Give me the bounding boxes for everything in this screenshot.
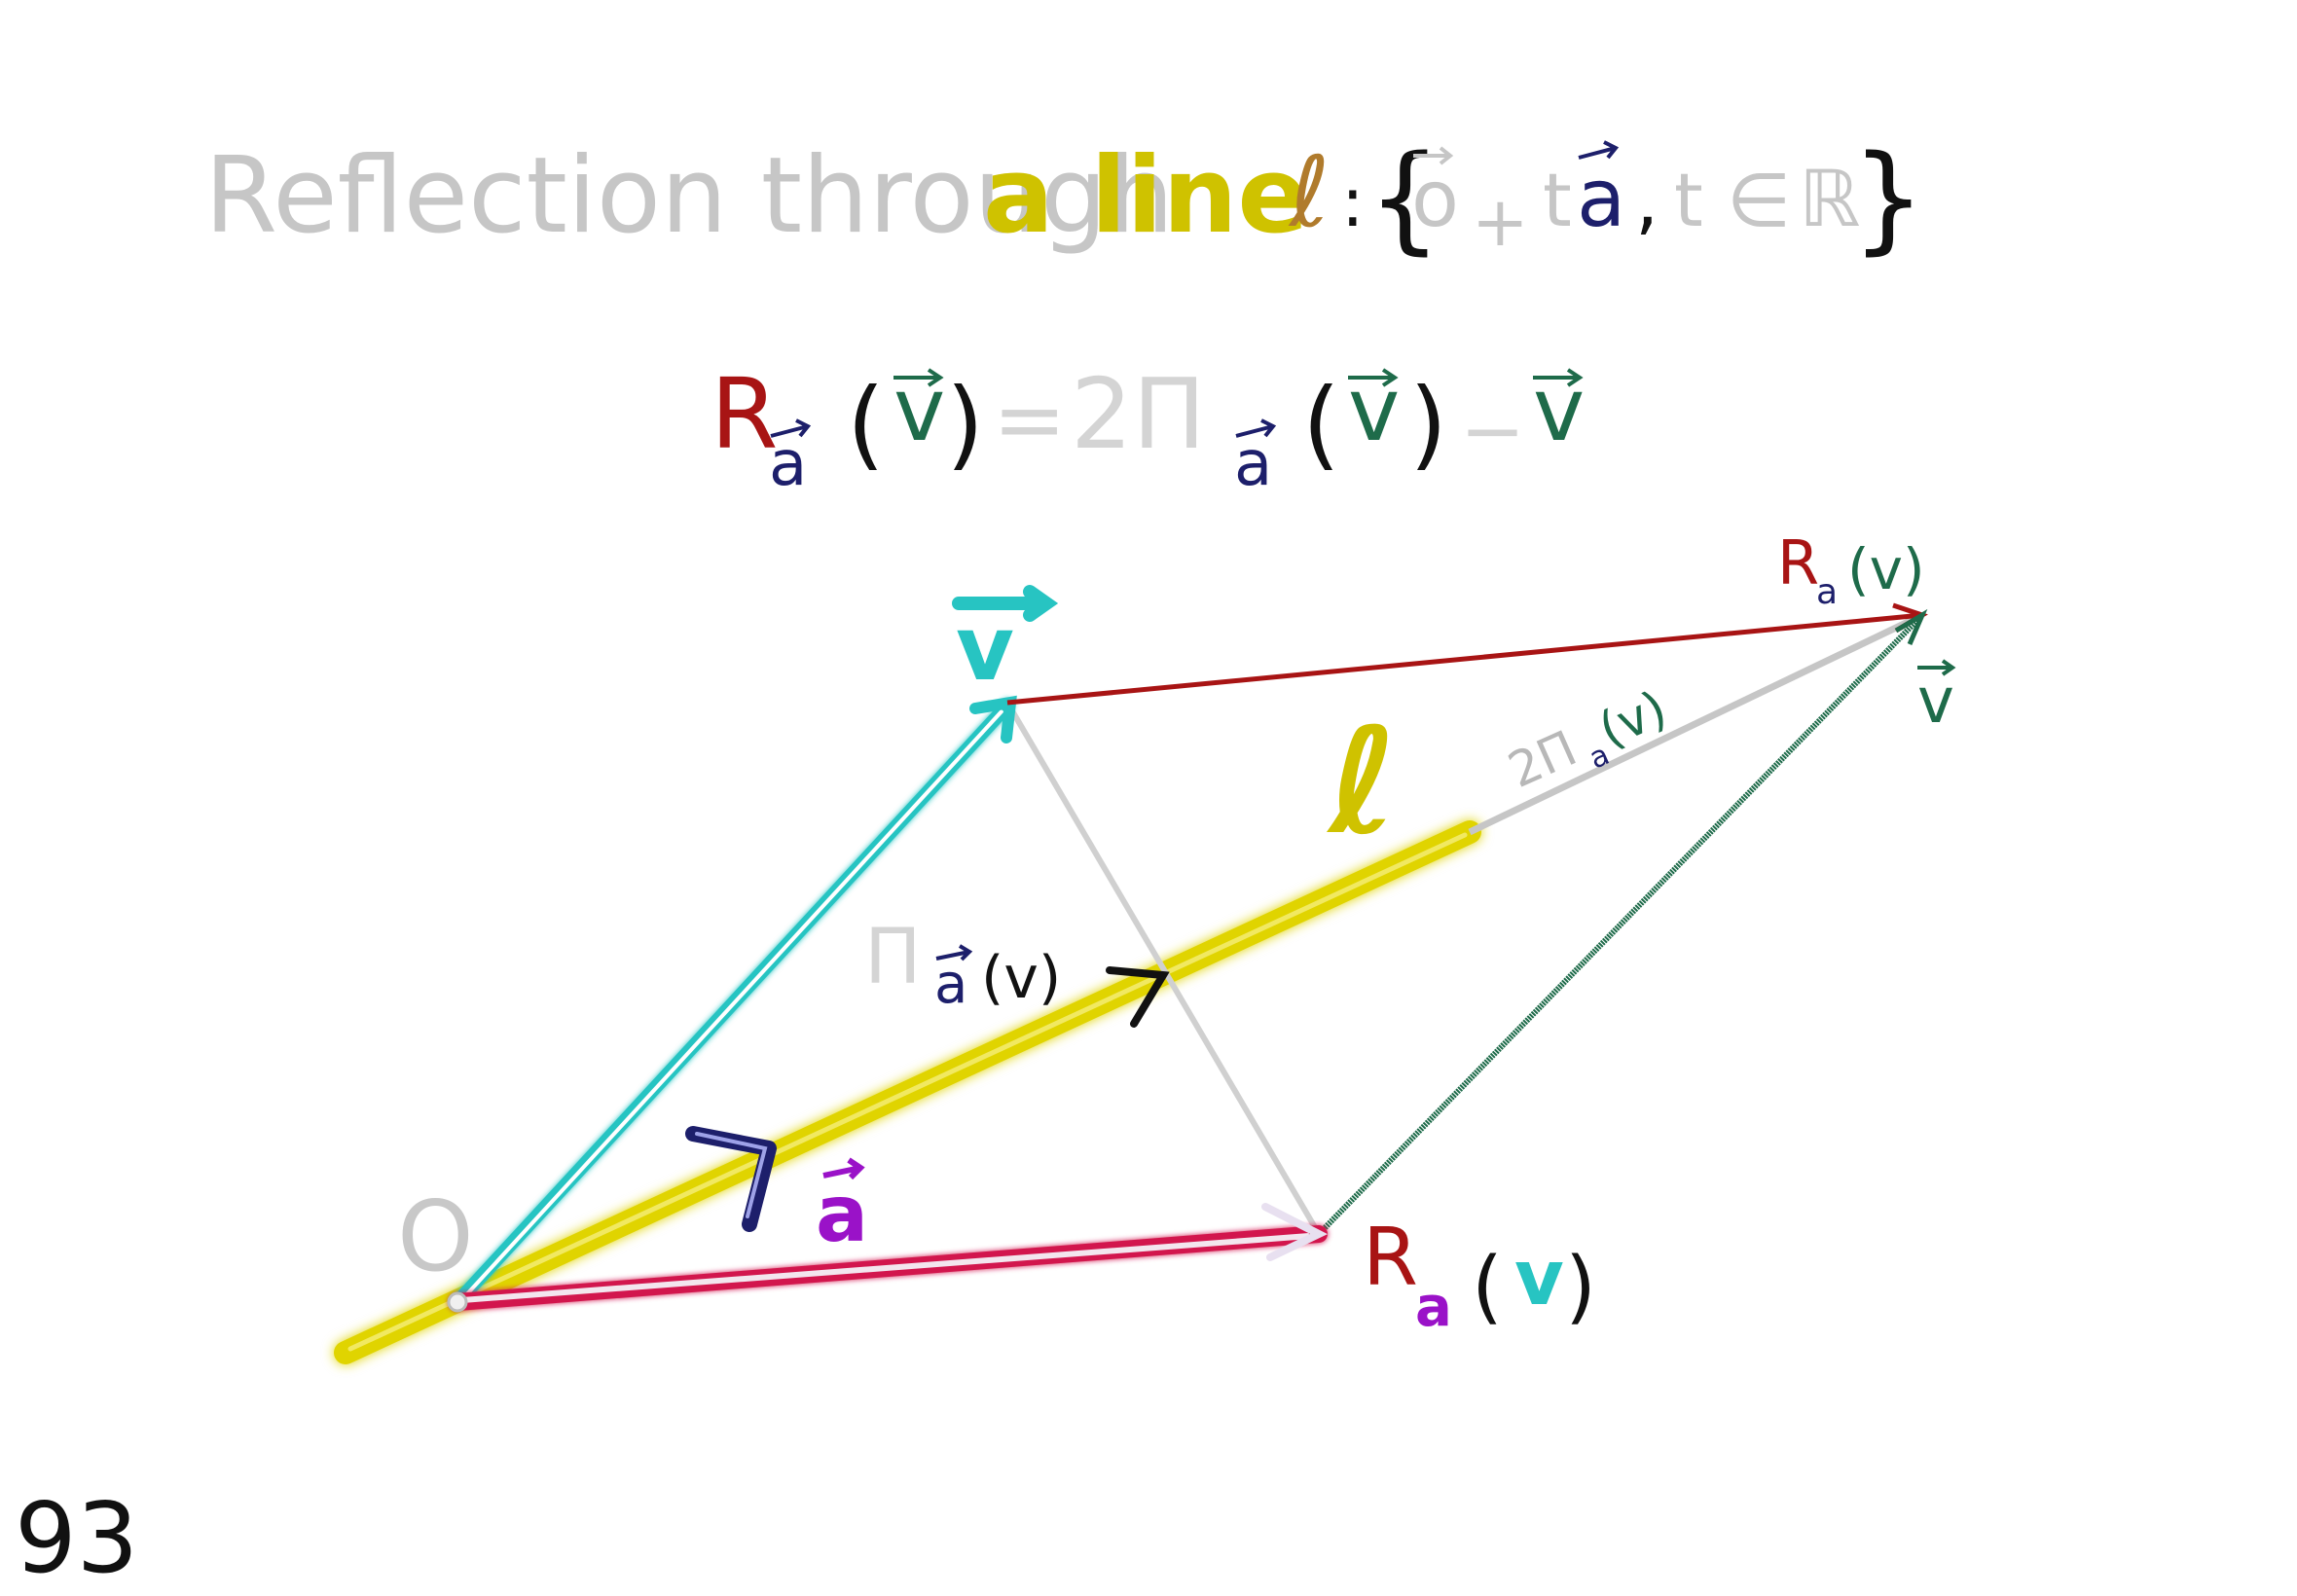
label-pi-sub-arrow: [935, 944, 973, 961]
line-def-close-brace: }: [1851, 131, 1925, 267]
label-line-l: ℓ: [1326, 698, 1398, 867]
reflected-vector-arrowhead: [1261, 1203, 1329, 1261]
label-R-bottom-lparen: (: [1472, 1241, 1503, 1333]
line-def-origin: o: [1411, 154, 1459, 244]
perpendicular-segment: [1004, 701, 1322, 1236]
line-def-t-in: t ∈: [1674, 157, 1791, 243]
formula-lparen-2: (: [1302, 367, 1340, 481]
label-v-top: v: [956, 597, 1014, 701]
title-part-1: Reflection through: [204, 135, 1174, 257]
formula-R: R: [711, 357, 778, 471]
label-a-vector-arrow: [822, 1157, 865, 1180]
formula-v-arrow-2: [1348, 368, 1399, 387]
label-R-top-sub: a: [1816, 572, 1838, 612]
formula-rparen-2: ): [1409, 367, 1447, 481]
label-a-vector: a: [816, 1169, 868, 1259]
line-def-a: a: [1577, 153, 1625, 245]
label-R-top-paren: (v): [1847, 536, 1925, 602]
line-def-plus: +: [1472, 182, 1529, 262]
two-pi-projection-vector: [1468, 611, 1924, 836]
formula-two-pi: 2Π: [1071, 357, 1206, 471]
label-R-bottom-rparen: ): [1565, 1241, 1596, 1333]
line-def-t: t: [1543, 157, 1572, 243]
label-v-right-arrow: [1917, 659, 1956, 676]
title-part-2: a line: [983, 135, 1309, 257]
vector-a-arrowhead-highlight: [695, 1132, 768, 1218]
right-v-vector: [1316, 612, 1925, 1237]
label-R-bottom-v: v: [1514, 1235, 1564, 1323]
formula-sub-a-1: a: [769, 428, 807, 500]
label-origin: O: [397, 1179, 474, 1293]
formula-rparen-1: ): [946, 367, 984, 481]
formula-v-arrow-1: [893, 368, 944, 387]
label-v-right: v: [1917, 666, 1954, 738]
label-R-top: R: [1777, 527, 1819, 598]
page-number: 93: [15, 1481, 138, 1595]
label-R-bottom-sub: a: [1415, 1276, 1452, 1339]
formula-sub-a-arrow-2: [1235, 418, 1277, 438]
reflection-formula: R a ( v ) = 2Π a ( v ) − v: [711, 357, 1585, 500]
vector-v-inner: [461, 708, 1004, 1300]
title: Reflection through a line: [204, 135, 1309, 257]
reflected-vector-inner: [461, 1233, 1310, 1303]
line-def-name: ℓ: [1288, 135, 1330, 249]
formula-lparen-1: (: [847, 367, 885, 481]
label-pi-paren: (v): [981, 944, 1061, 1012]
line-def-reals: ℝ: [1799, 154, 1860, 244]
diagram: [334, 602, 1928, 1364]
projection-point-tick: [1106, 966, 1170, 1028]
right-v-arrowhead: [1894, 608, 1928, 645]
line-def-comma: ,: [1635, 157, 1659, 243]
origin-point: [447, 1291, 468, 1313]
formula-sub-a-arrow-1: [770, 418, 812, 438]
formula-equals: =: [993, 369, 1066, 471]
origin-vector-arrow: [1413, 146, 1454, 165]
a-vector-arrow-def: [1578, 140, 1620, 160]
label-two-pi: 2Π: [1500, 720, 1585, 799]
line-definition: ℓ : { o + t a , t ∈ ℝ }: [1288, 131, 1925, 267]
formula-sub-a-2: a: [1234, 428, 1272, 500]
formula-v-arrow-3: [1533, 368, 1584, 387]
line-l-highlight: [347, 832, 1468, 1352]
line-def-colon: :: [1341, 163, 1365, 242]
label-R-bottom: R: [1363, 1212, 1418, 1304]
top-reflection-vector: [1006, 612, 1923, 706]
formula-minus: −: [1460, 385, 1525, 476]
diagram-labels: v ℓ 2Π a (v) Π a (v) O a R a (v) v R a (…: [397, 527, 1956, 1339]
label-pi: Π: [864, 914, 922, 1001]
label-v-top-arrow: [952, 585, 1059, 622]
label-pi-sub: a: [934, 953, 967, 1016]
